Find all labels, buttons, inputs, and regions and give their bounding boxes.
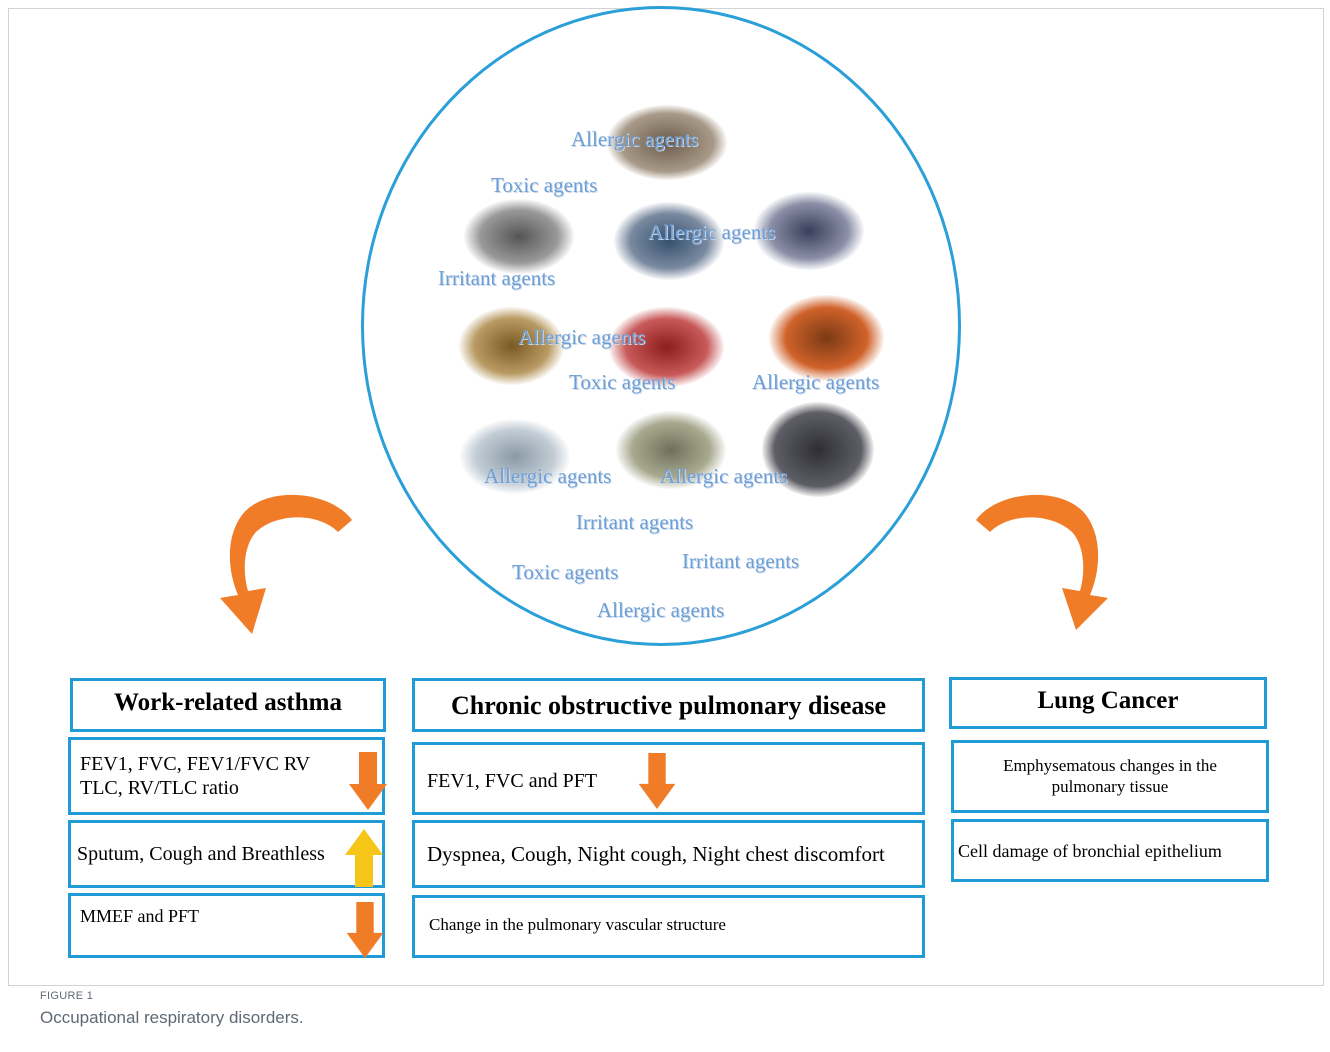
workplace-photo — [614, 202, 724, 280]
agent-label: Allergic agents — [660, 464, 788, 488]
curved-arrow-left-icon — [220, 494, 352, 634]
workplace-photo — [459, 307, 564, 385]
copd-item-box: FEV1, FVC and PFT — [412, 742, 925, 815]
decrease-arrow-icon — [638, 753, 676, 809]
increase-arrow-icon — [345, 829, 383, 887]
asthma-title-box: Work-related asthma — [70, 678, 386, 732]
agent-label: Toxic agents — [512, 560, 619, 584]
copd-item-text: FEV1, FVC and PFT — [427, 770, 598, 792]
agent-label: Irritant agents — [682, 549, 800, 573]
asthma-item-line: FEV1, FVC, FEV1/FVC RV — [80, 753, 311, 775]
agent-label: Irritant agents — [438, 266, 556, 290]
copd-item-box: Change in the pulmonary vascular structu… — [412, 895, 925, 958]
workplace-photo — [460, 419, 570, 494]
workplace-photo — [609, 307, 724, 387]
asthma-item-text: FEV1, FVC, FEV1/FVC RV TLC, RV/TLC ratio — [80, 752, 310, 800]
workplace-photo — [607, 105, 727, 180]
workplace-photo — [754, 192, 864, 270]
agent-label: Toxic agents — [491, 173, 598, 197]
asthma-item-text: Sputum, Cough and Breathless — [77, 843, 325, 865]
copd-item-text: Dyspnea, Cough, Night cough, Night chest… — [427, 842, 885, 866]
workplace-photo — [464, 199, 574, 274]
asthma-item-box: MMEF and PFT — [68, 893, 385, 958]
asthma-title: Work-related asthma — [114, 689, 342, 716]
agent-label: Allergic agents — [597, 598, 725, 622]
cancer-item-box: Cell damage of bronchial epithelium — [951, 819, 1269, 882]
workplace-photo — [762, 402, 874, 497]
copd-title-box: Chronic obstructive pulmonary disease — [412, 678, 925, 732]
figure-caption: Occupational respiratory disorders. — [40, 1008, 304, 1027]
copd-item-box: Dyspnea, Cough, Night cough, Night chest… — [412, 820, 925, 888]
cancer-title-box: Lung Cancer — [949, 677, 1267, 729]
cancer-item-text: Cell damage of bronchial epithelium — [958, 841, 1222, 861]
agent-label: Allergic agents — [571, 127, 699, 151]
workplace-photo — [769, 295, 884, 381]
agent-label: Allergic agents — [752, 370, 880, 394]
agent-label: Allergic agents — [648, 220, 776, 244]
decrease-arrow-icon — [349, 752, 387, 810]
figure-label: FIGURE 1 — [40, 990, 94, 1002]
cancer-item-line: Emphysematous changes in the — [1003, 756, 1217, 775]
asthma-item-text: MMEF and PFT — [80, 906, 200, 926]
asthma-item-box: Sputum, Cough and Breathless — [68, 820, 385, 888]
agent-label: Allergic agents — [484, 464, 612, 488]
cancer-item-box: Emphysematous changes in the pulmonary t… — [951, 740, 1269, 813]
agent-label: Allergic agents — [518, 325, 646, 349]
occupational-agents-circle — [361, 6, 961, 646]
workplace-photo — [616, 411, 726, 489]
cancer-item-text: Emphysematous changes in the pulmonary t… — [954, 755, 1266, 797]
asthma-item-box: FEV1, FVC, FEV1/FVC RV TLC, RV/TLC ratio — [68, 737, 387, 815]
copd-item-text: Change in the pulmonary vascular structu… — [429, 915, 726, 934]
decrease-arrow-icon — [346, 902, 384, 958]
cancer-item-line: pulmonary tissue — [1051, 777, 1169, 796]
agent-label: Irritant agents — [576, 510, 694, 534]
copd-title: Chronic obstructive pulmonary disease — [450, 691, 887, 720]
cancer-title: Lung Cancer — [1037, 687, 1179, 714]
curved-arrow-right-icon — [976, 494, 1108, 630]
agent-label: Toxic agents — [569, 370, 676, 394]
asthma-item-line: TLC, RV/TLC ratio — [80, 777, 239, 799]
